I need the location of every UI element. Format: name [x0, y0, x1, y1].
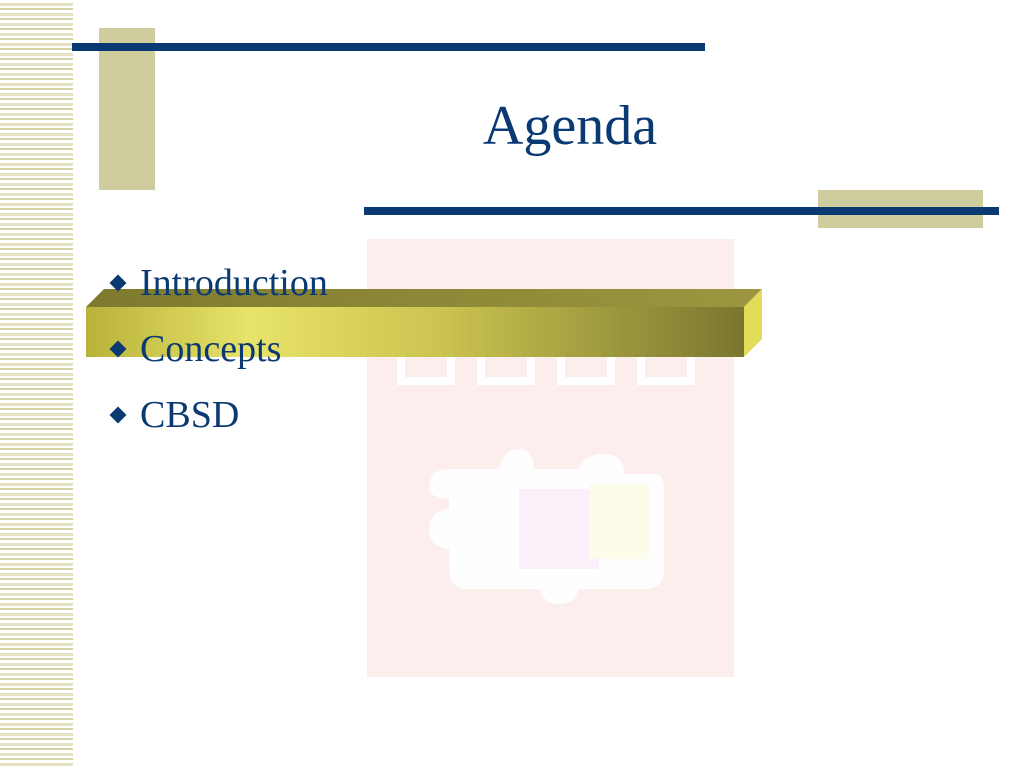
highlight-bar [86, 289, 762, 357]
puzzle-image [429, 449, 664, 604]
agenda-item-label: Concepts [140, 328, 282, 370]
title-underline-rule [364, 207, 999, 215]
agenda-item-label: Introduction [140, 262, 328, 304]
agenda-item-introduction: Introduction [108, 250, 328, 316]
top-rule [72, 43, 705, 51]
watermark-glyphs [397, 349, 707, 385]
diamond-bullet-icon [109, 274, 127, 292]
diamond-bullet-icon [109, 340, 127, 358]
slide-title: Agenda [482, 95, 658, 157]
diamond-bullet-icon [109, 406, 127, 424]
accent-vertical-bar [99, 28, 155, 190]
agenda-item-label: CBSD [140, 394, 240, 436]
agenda-item-concepts: Concepts [108, 316, 328, 382]
agenda-item-cbsd: CBSD [108, 382, 328, 448]
agenda-list: Introduction Concepts CBSD [108, 250, 328, 448]
decorative-stripes [0, 0, 73, 768]
